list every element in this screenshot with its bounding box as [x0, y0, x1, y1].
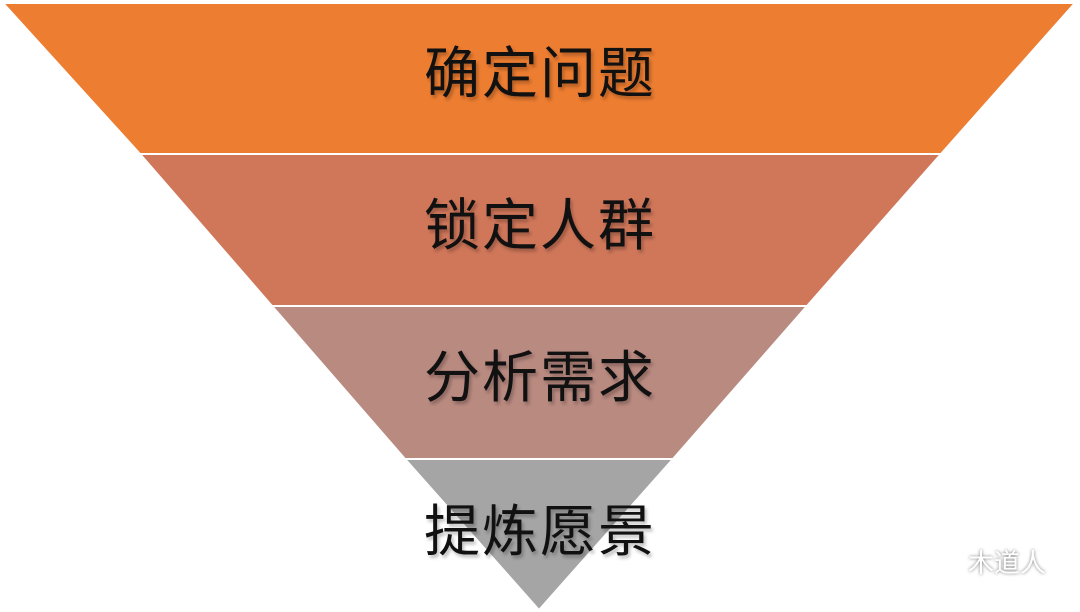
stage-1-label: 确定问题 — [424, 42, 656, 107]
funnel-stage-4 — [402, 458, 676, 612]
stage-3-label: 分析需求 — [424, 346, 656, 411]
stage-4-label: 提炼愿景 — [424, 500, 656, 565]
watermark: 木道人 — [924, 543, 1046, 580]
wechat-icon — [924, 547, 960, 577]
stage-2-label: 锁定人群 — [424, 194, 656, 259]
watermark-text: 木道人 — [967, 549, 1046, 579]
